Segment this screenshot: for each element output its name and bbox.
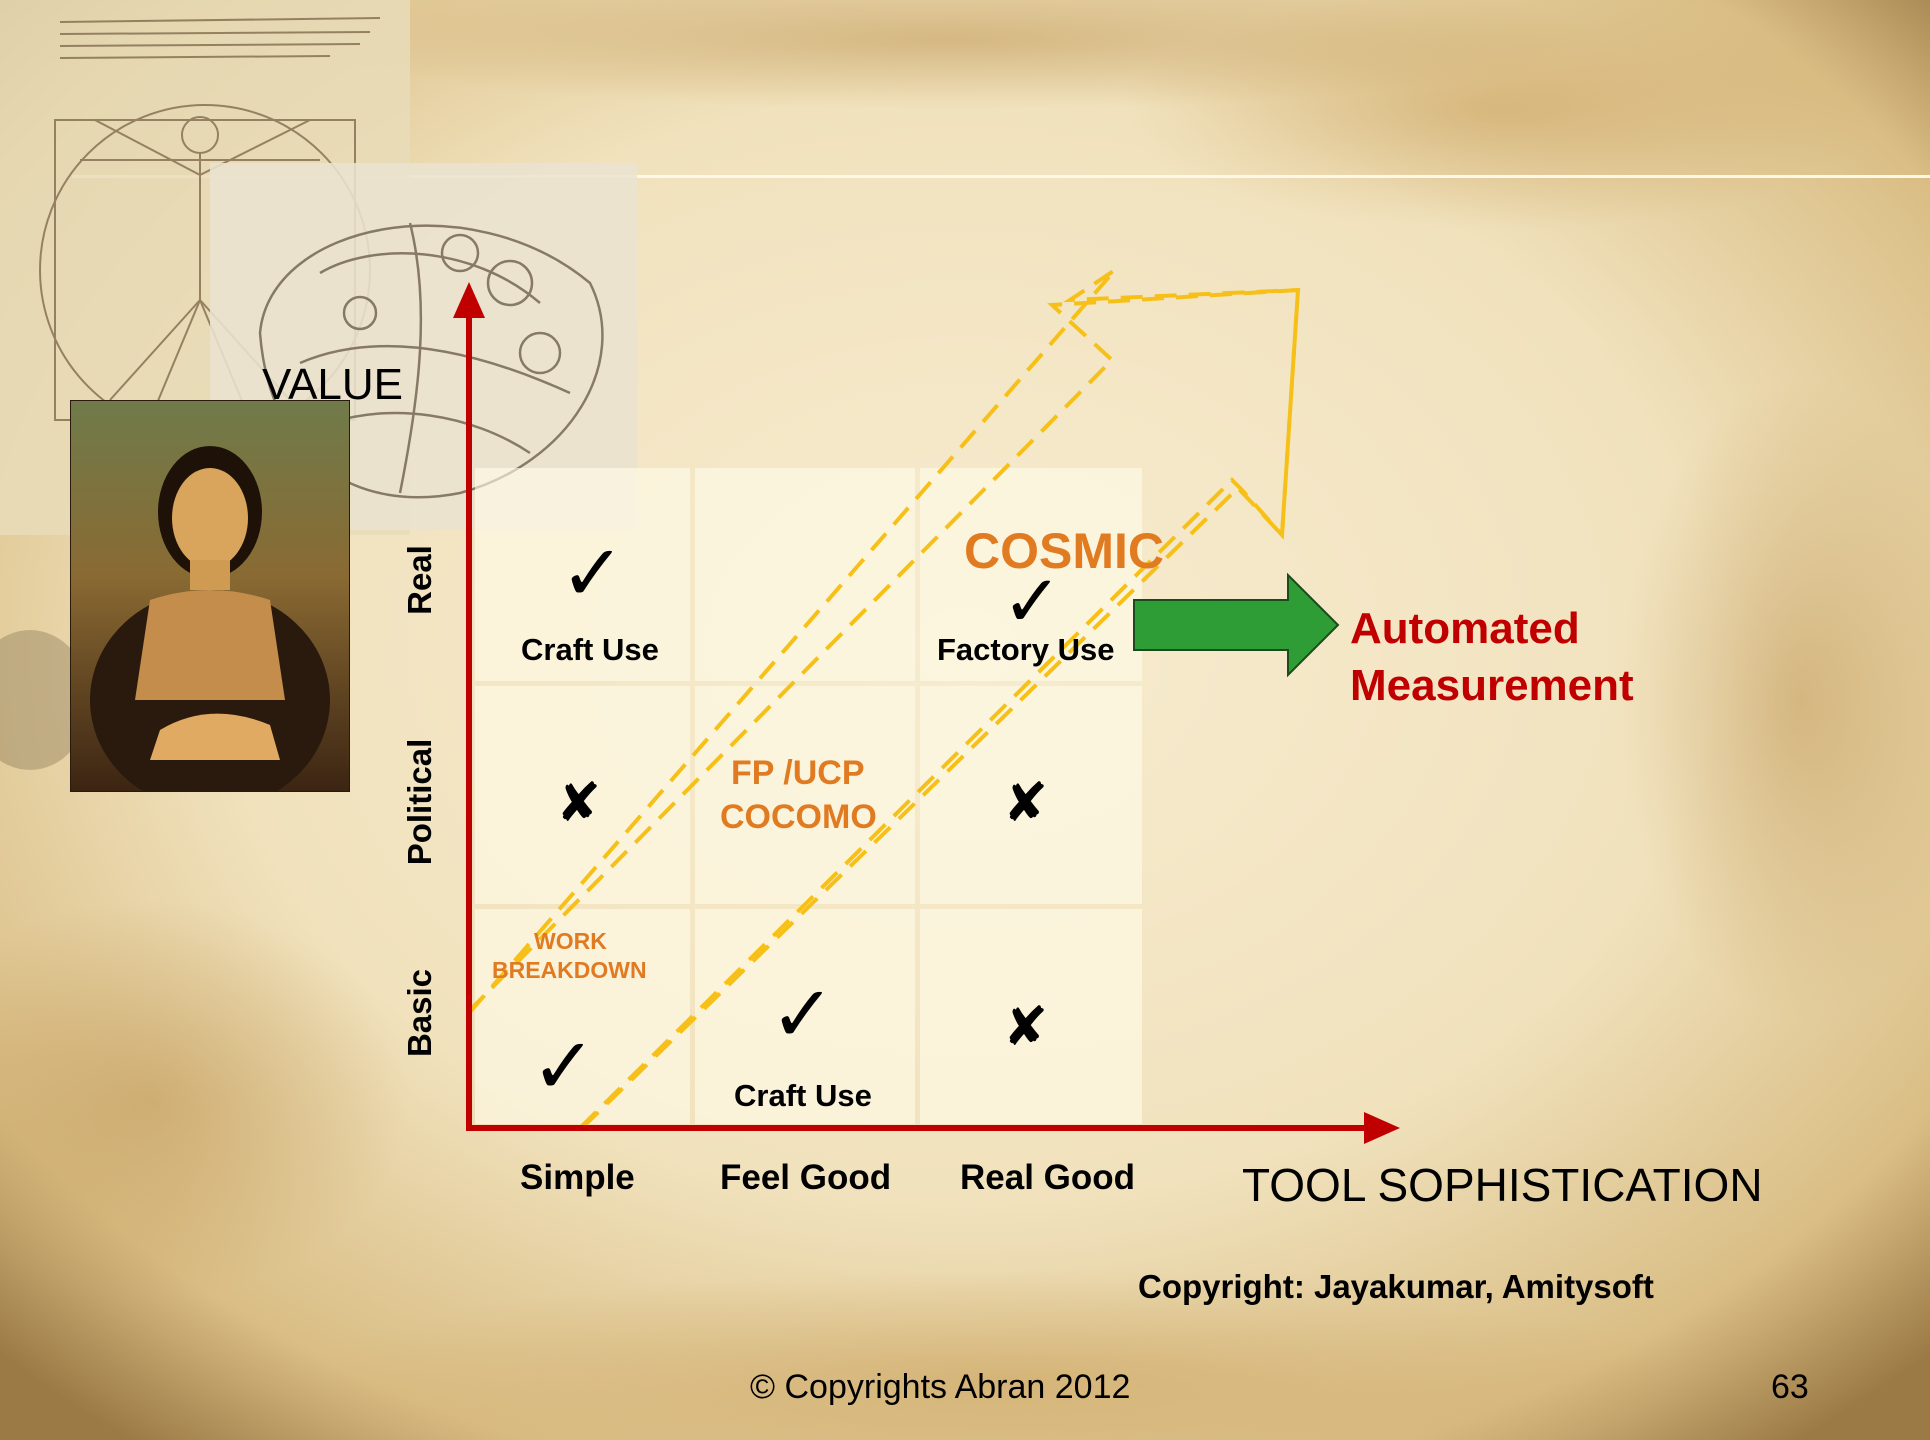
cell-real-real-good	[920, 468, 1142, 681]
automated-measurement-line1: Automated	[1350, 604, 1580, 653]
check-icon: ✓	[1002, 559, 1063, 643]
check-icon: ✓	[560, 529, 626, 619]
column-label-real-good: Real Good	[960, 1158, 1136, 1197]
cross-icon: ✘	[1003, 771, 1049, 834]
cell-text-real-real-good: Factory Use	[937, 632, 1115, 667]
cell-text-basic-simple-2: BREAKDOWN	[492, 957, 647, 983]
y-axis-arrowhead	[453, 282, 485, 318]
cosmic-label: COSMIC	[964, 523, 1164, 579]
cross-icon: ✘	[556, 771, 602, 834]
automated-measurement-line2: Measurement	[1350, 661, 1634, 710]
cell-political-feel-good	[695, 686, 915, 904]
mona-lisa-image	[70, 400, 350, 792]
page-number: 63	[1771, 1368, 1809, 1406]
cell-text-political-feel-good: FP /UCP	[731, 754, 865, 792]
attribution-text: Copyright: Jayakumar, Amitysoft	[1138, 1268, 1654, 1305]
cell-text-basic-simple: WORK	[534, 928, 607, 954]
column-label-feel-good: Feel Good	[720, 1158, 892, 1197]
row-label-political: Political	[401, 738, 438, 866]
column-label-simple: Simple	[520, 1158, 635, 1197]
cell-political-simple	[475, 686, 690, 904]
check-icon: ✓	[531, 1022, 597, 1112]
cell-text-political-feel-good-2: COCOMO	[720, 798, 877, 836]
row-label-real: Real	[401, 545, 438, 615]
row-label-basic: Basic	[401, 968, 438, 1058]
footer-copyright: © Copyrights Abran 2012	[750, 1368, 1131, 1406]
title-rule	[72, 175, 1930, 178]
cell-political-real-good	[920, 686, 1142, 904]
green-arrow	[1133, 572, 1340, 678]
growth-dashed-arrow-outline	[466, 287, 1301, 1130]
y-axis-title: VALUE	[262, 360, 404, 409]
cell-basic-real-good	[920, 909, 1142, 1124]
check-icon: ✓	[770, 970, 836, 1060]
cell-real-feel-good	[695, 468, 915, 681]
x-axis-arrowhead	[1364, 1112, 1400, 1144]
growth-dashed-arrow	[468, 268, 1301, 1130]
cross-icon: ✘	[1003, 995, 1049, 1058]
cell-basic-simple	[475, 909, 690, 1124]
x-axis-title: TOOL SOPHISTICATION	[1242, 1159, 1763, 1211]
cell-text-real-simple: Craft Use	[521, 632, 659, 667]
cell-basic-feel-good	[695, 909, 915, 1124]
cell-text-basic-feel-good: Craft Use	[734, 1078, 872, 1113]
cell-real-simple	[475, 468, 690, 681]
